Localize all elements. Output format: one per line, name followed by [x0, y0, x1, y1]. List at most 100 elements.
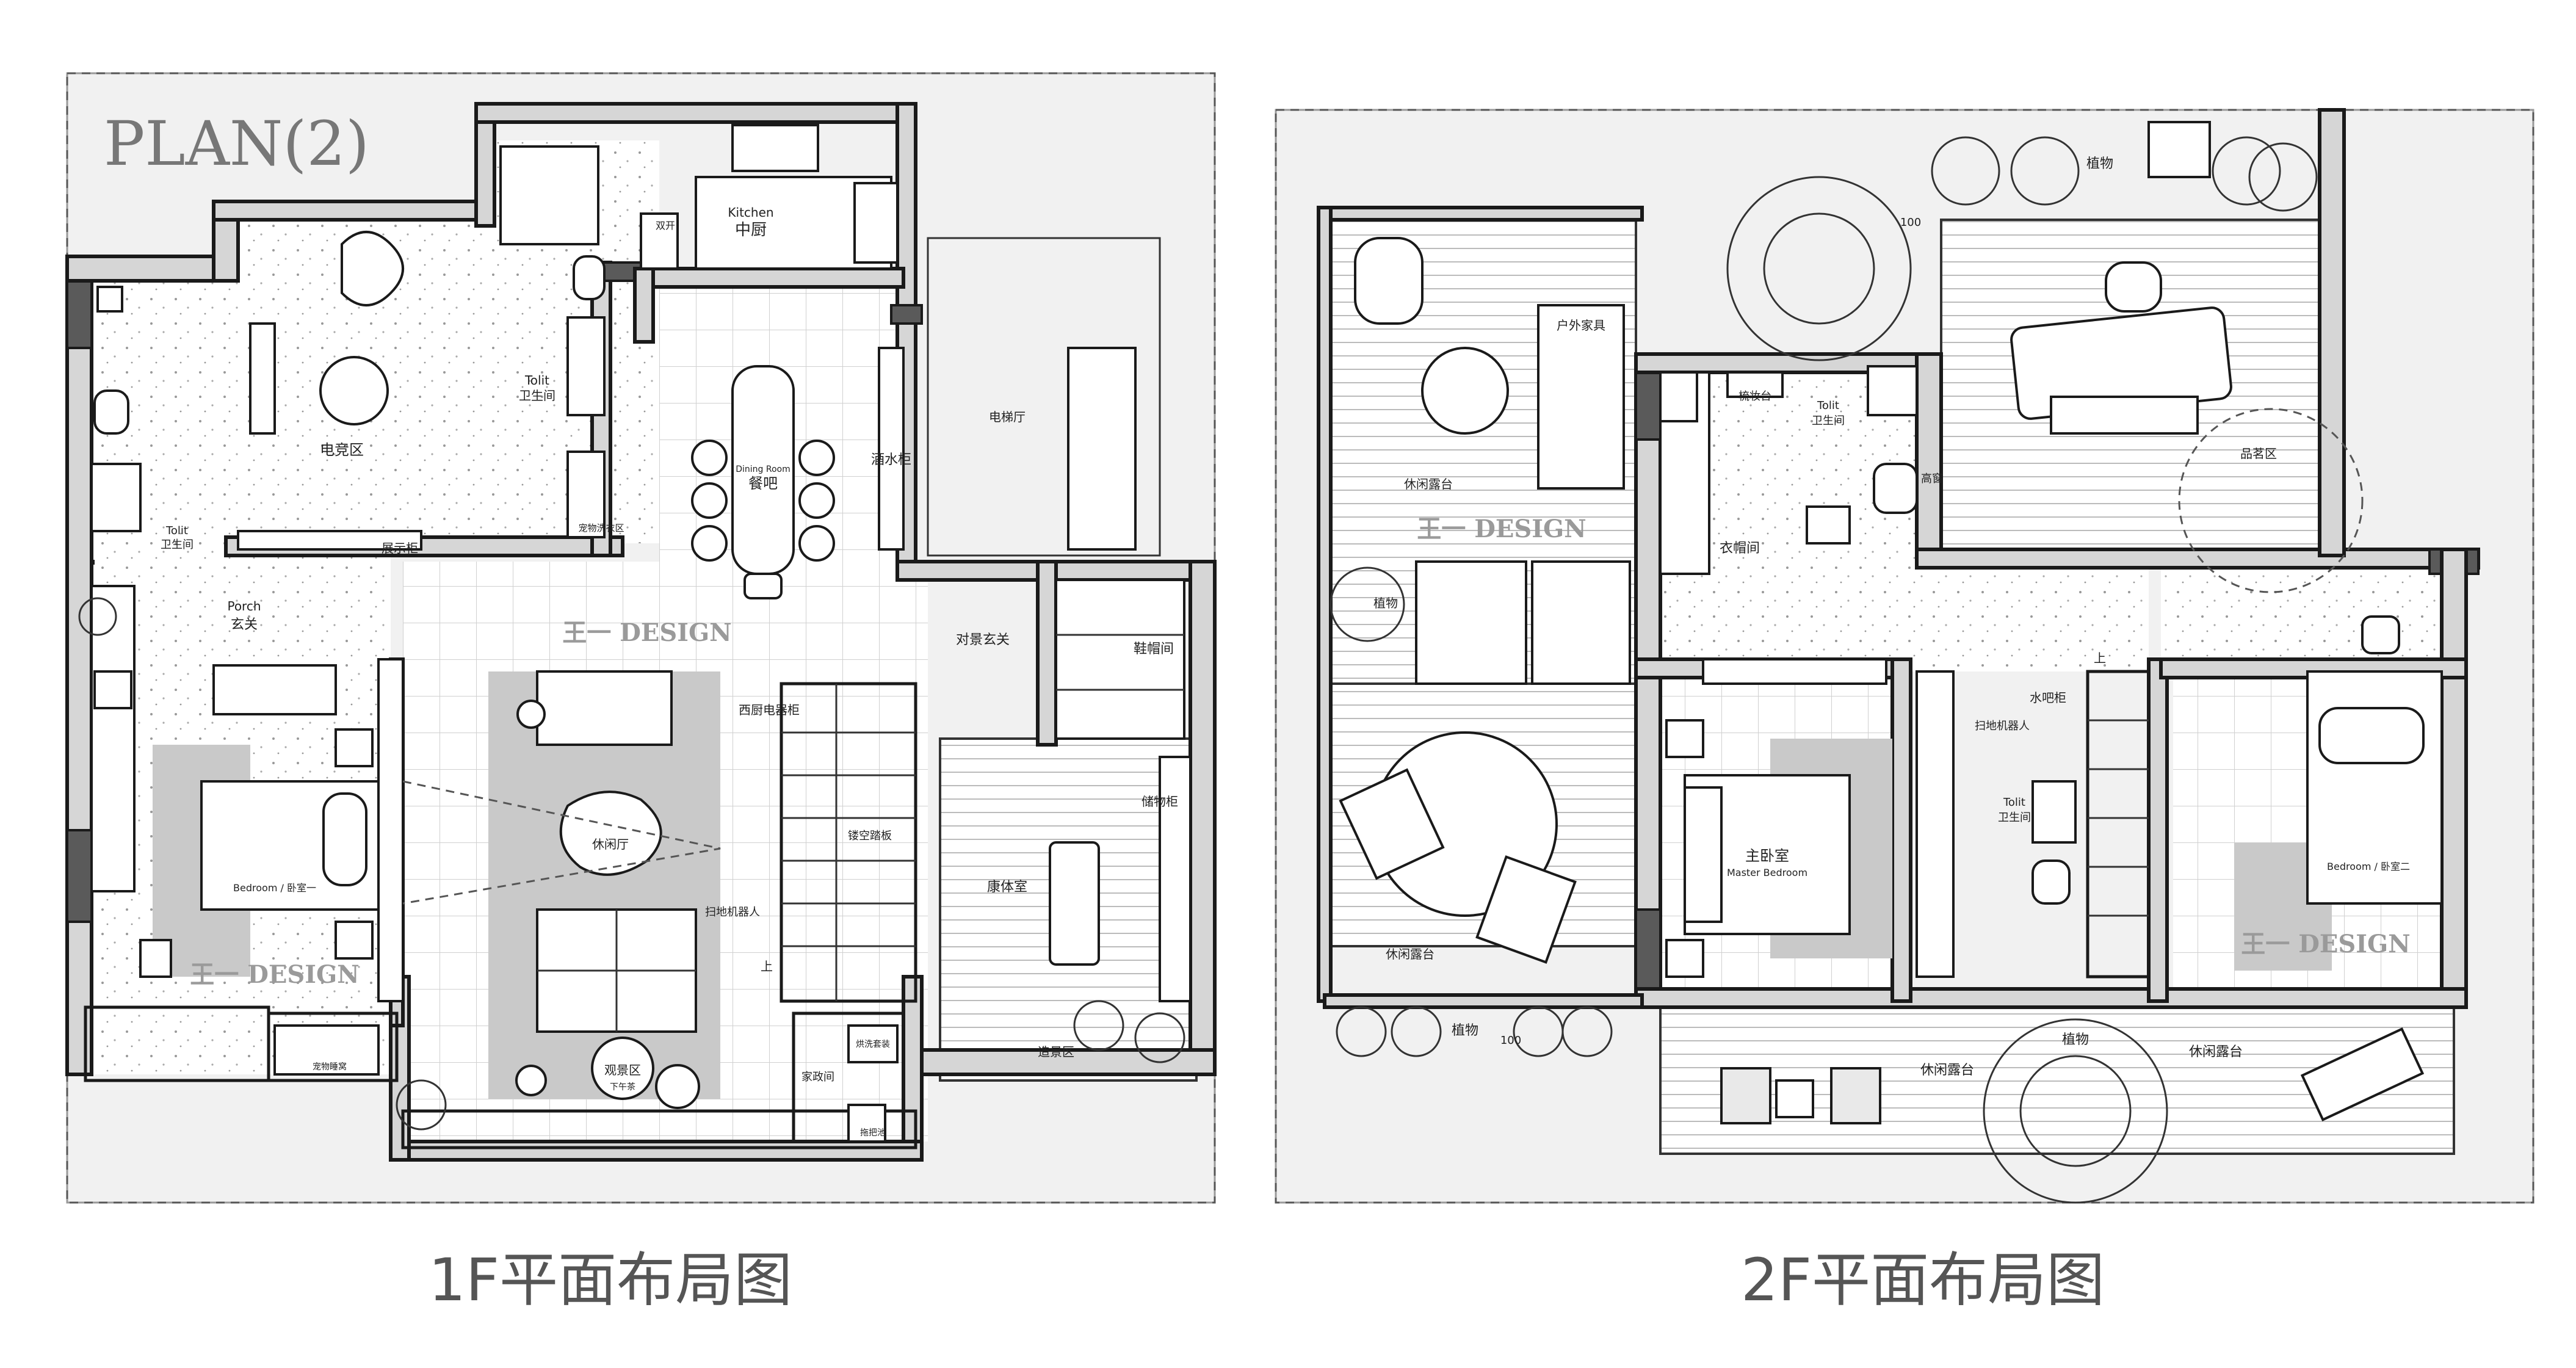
svg-text:休闲露台: 休闲露台 — [2189, 1044, 2243, 1060]
svg-text:植物: 植物 — [2062, 1032, 2089, 1048]
svg-text:烘洗套装: 烘洗套装 — [856, 1040, 890, 1049]
svg-text:100: 100 — [1500, 1034, 1521, 1047]
svg-text:电梯厅: 电梯厅 — [989, 410, 1026, 424]
svg-text:衣帽间: 衣帽间 — [1720, 541, 1760, 556]
svg-text:康体室: 康体室 — [987, 880, 1027, 895]
gaming-chair — [319, 356, 389, 425]
plant-icon — [1073, 1000, 1124, 1051]
svg-text:Master Bedroom: Master Bedroom — [1727, 867, 1807, 878]
svg-text:拖把池: 拖把池 — [860, 1128, 886, 1138]
tree-icon — [1726, 176, 1912, 361]
stairs-2f — [2086, 670, 2151, 979]
svg-text:品茗区: 品茗区 — [2240, 446, 2277, 461]
sun-lounger — [2300, 1027, 2425, 1121]
treadmill — [1049, 841, 1100, 966]
svg-text:Tolit: Tolit — [165, 524, 188, 537]
svg-text:扫地机器人: 扫地机器人 — [705, 906, 760, 919]
tree-icon — [1983, 1018, 2168, 1204]
esports-desk — [249, 322, 276, 435]
svg-text:Bedroom / 卧室二: Bedroom / 卧室二 — [2327, 861, 2410, 872]
svg-text:Bedroom / 卧室一: Bedroom / 卧室一 — [233, 882, 316, 894]
svg-text:上: 上 — [761, 959, 773, 974]
svg-text:储物柜: 储物柜 — [1141, 794, 1178, 809]
fridge — [640, 212, 679, 270]
svg-text:家政间: 家政间 — [801, 1071, 834, 1084]
svg-text:玄关: 玄关 — [231, 617, 258, 632]
kitchen-sink — [731, 124, 819, 172]
svg-text:观景区: 观景区 — [604, 1063, 641, 1077]
svg-text:镂空踏板: 镂空踏板 — [848, 830, 892, 842]
watermark: 王一 DESIGN — [2241, 930, 2410, 958]
svg-text:卫生间: 卫生间 — [161, 538, 194, 551]
svg-text:Dining Room: Dining Room — [736, 465, 791, 474]
porch-cabinet — [90, 585, 136, 892]
svg-text:休闲厅: 休闲厅 — [592, 837, 629, 852]
svg-text:中厨: 中厨 — [735, 221, 767, 239]
watermark: 王一 DESIGN — [190, 960, 359, 989]
svg-text:梳妆台: 梳妆台 — [1738, 390, 1771, 403]
svg-text:Kitchen: Kitchen — [728, 205, 773, 220]
svg-text:对景玄关: 对景玄关 — [956, 632, 1010, 648]
pet-bed — [273, 1024, 380, 1076]
svg-text:展示柜: 展示柜 — [382, 541, 418, 556]
dashed-boundary-2f — [1275, 109, 2534, 1204]
svg-text:西厨电器柜: 西厨电器柜 — [739, 703, 800, 717]
svg-text:双开: 双开 — [656, 220, 675, 231]
svg-text:宠物睡窝: 宠物睡窝 — [313, 1062, 347, 1072]
plant-icon — [78, 597, 117, 636]
plant-icon — [2010, 136, 2080, 206]
svg-text:酒水柜: 酒水柜 — [871, 452, 911, 468]
svg-text:高窗: 高窗 — [1921, 472, 1943, 485]
svg-text:主卧室: 主卧室 — [1745, 847, 1789, 864]
floor-2-plan — [1275, 108, 2534, 1204]
svg-text:Tolit: Tolit — [524, 373, 549, 388]
plant-icon — [1336, 1006, 1387, 1057]
plant-icon — [2212, 136, 2281, 206]
watermark: 王一 DESIGN — [1417, 515, 1586, 543]
outdoor-furniture — [1537, 304, 1625, 490]
plan-title: PLAN(2) — [104, 108, 369, 179]
labels: PLAN(2) Kitchen 中厨 双开 Tolit 卫生间 Tolit 卫生… — [104, 108, 2411, 1314]
svg-text:植物: 植物 — [2086, 156, 2113, 172]
plant-icon — [396, 1079, 447, 1131]
terrace-chair — [1720, 1067, 1771, 1124]
svg-text:Tolit: Tolit — [1817, 399, 1839, 412]
svg-text:休闲露台: 休闲露台 — [1920, 1063, 1974, 1078]
wall-west-1f — [65, 255, 93, 1076]
svg-text:植物: 植物 — [1373, 596, 1398, 610]
plant-icon — [1330, 566, 1405, 642]
svg-text:100: 100 — [1900, 216, 1921, 229]
wine-cabinet — [878, 347, 905, 551]
svg-text:造景区: 造景区 — [1038, 1044, 1074, 1059]
svg-text:卫生间: 卫生间 — [1998, 811, 2031, 824]
plant-icon — [1134, 1012, 1185, 1063]
svg-text:下午茶: 下午茶 — [610, 1082, 635, 1092]
svg-text:Porch: Porch — [227, 599, 261, 613]
svg-text:上: 上 — [2094, 651, 2106, 665]
round-table — [1421, 347, 1509, 435]
svg-text:宠物洗衣区: 宠物洗衣区 — [578, 523, 624, 534]
stove — [853, 182, 899, 264]
plant-icon — [2248, 142, 2318, 212]
plant-icon — [1391, 1006, 1442, 1057]
svg-text:卫生间: 卫生间 — [519, 388, 555, 403]
lounge-chair — [1354, 237, 1424, 325]
viewing-table — [591, 1037, 654, 1100]
svg-text:电竞区: 电竞区 — [320, 441, 364, 458]
svg-text:鞋帽间: 鞋帽间 — [1134, 642, 1174, 657]
floor-1-title: 1F平面布局图 — [429, 1246, 792, 1314]
svg-text:餐吧: 餐吧 — [748, 475, 778, 492]
svg-text:Tolit: Tolit — [2003, 796, 2025, 809]
svg-text:休闲露台: 休闲露台 — [1404, 477, 1453, 491]
terrace-chair — [1830, 1067, 1881, 1124]
floor-2-title: 2F平面布局图 — [1741, 1246, 2105, 1314]
shoe-cabinet — [1055, 579, 1185, 740]
sofa-top — [536, 670, 673, 746]
stairs-1f — [780, 682, 917, 1003]
svg-text:植物: 植物 — [1452, 1023, 1478, 1038]
watermark: 王一 DESIGN — [562, 618, 731, 647]
plant-icon — [1931, 136, 2000, 206]
svg-text:户外家具: 户外家具 — [1557, 318, 1605, 333]
svg-text:休闲露台: 休闲露台 — [1386, 947, 1435, 961]
